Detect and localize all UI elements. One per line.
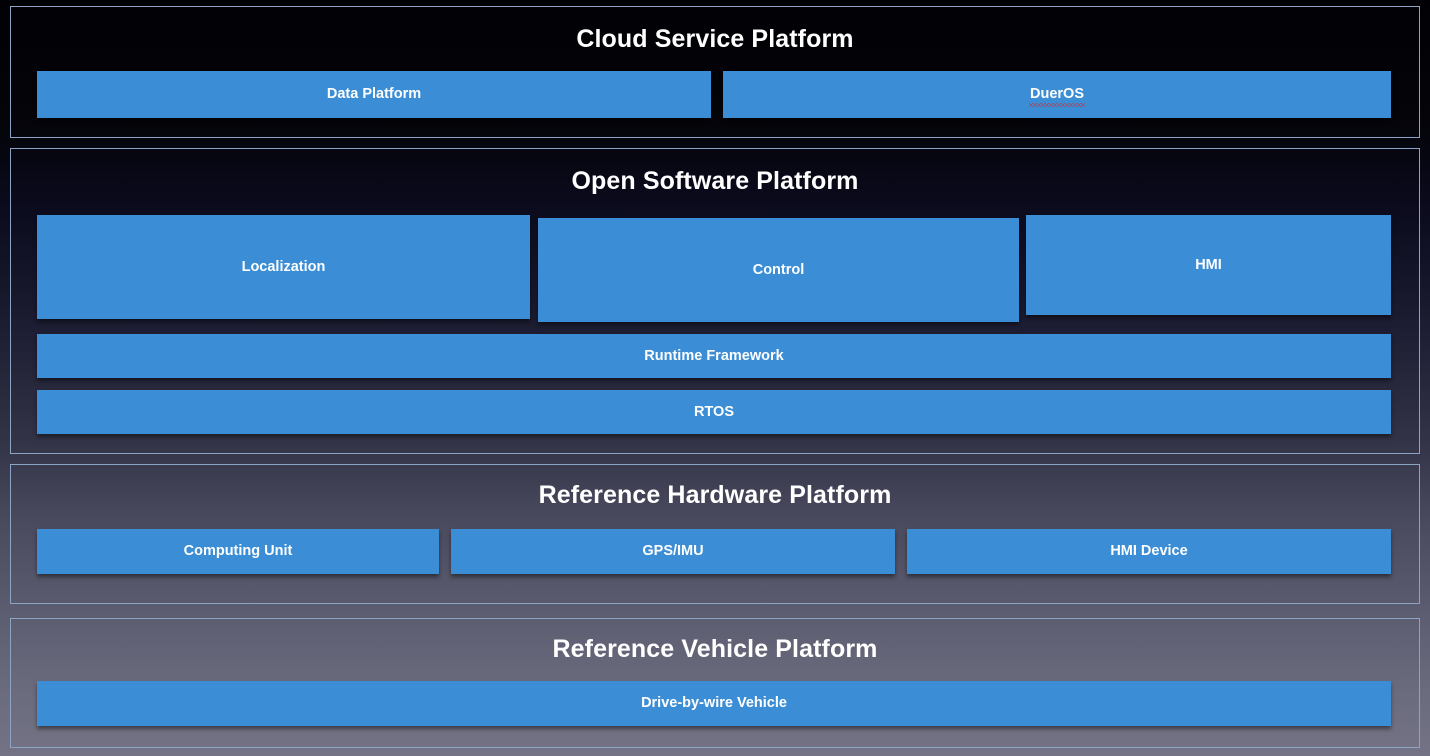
box-label-control: Control [752,261,805,278]
layer-title-open-software-platform: Open Software Platform [571,167,859,195]
layer-title-cloud-service-platform: Cloud Service Platform [576,25,854,53]
layer-reference-hardware-platform: Reference Hardware Platform Computing Un… [10,464,1420,604]
layer-cloud-service-platform: Cloud Service Platform Data Platform Due… [10,6,1420,138]
box-label-drive-by-wire-vehicle: Drive-by-wire Vehicle [641,695,787,712]
box-label-runtime-framework: Runtime Framework [644,347,784,364]
box-drive-by-wire-vehicle[interactable]: Drive-by-wire Vehicle [37,681,1391,726]
layer-reference-vehicle-platform: Reference Vehicle Platform Drive-by-wire… [10,618,1420,748]
box-label-gps-imu: GPS/IMU [642,543,704,560]
layer-title-reference-hardware-platform: Reference Hardware Platform [538,481,892,509]
box-data-platform[interactable]: Data Platform [37,71,711,118]
box-label-data-platform: Data Platform [326,86,422,103]
box-label-hmi: HMI [1195,256,1222,273]
box-label-dueros: DuerOS [1029,86,1085,107]
box-control[interactable]: Control [538,218,1019,322]
box-label-rtos: RTOS [693,403,735,420]
box-dueros[interactable]: DuerOS [723,71,1391,118]
box-label-localization: Localization [241,258,326,275]
box-hmi[interactable]: HMI [1026,215,1391,315]
box-label-computing-unit: Computing Unit [183,543,293,560]
layer-title-reference-vehicle-platform: Reference Vehicle Platform [552,635,878,663]
box-gps-imu[interactable]: GPS/IMU [451,529,895,574]
box-rtos[interactable]: RTOS [37,390,1391,434]
box-label-hmi-device: HMI Device [1110,543,1188,560]
layer-open-software-platform: Open Software Platform Localization Cont… [10,148,1420,454]
box-runtime-framework[interactable]: Runtime Framework [37,334,1391,378]
box-hmi-device[interactable]: HMI Device [907,529,1391,574]
box-computing-unit[interactable]: Computing Unit [37,529,439,574]
box-localization[interactable]: Localization [37,215,530,319]
